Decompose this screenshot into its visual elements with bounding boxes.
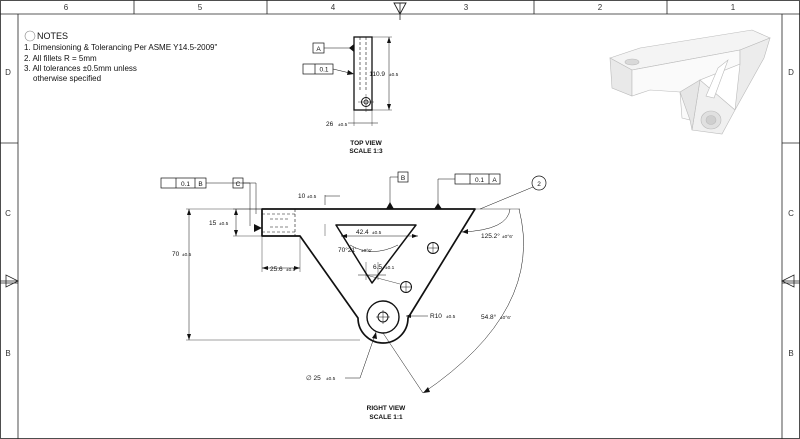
angle-70-21: 70°21' xyxy=(338,246,356,254)
top-width-tol: ±0.5 xyxy=(338,122,348,128)
zone-col-3: 3 xyxy=(464,3,469,12)
zone-row-b-left: B xyxy=(5,349,10,358)
angle-125-2: 125.2° xyxy=(481,232,500,240)
radius-r10: R10 xyxy=(430,313,442,320)
dim-42-4-tol: ±0.5 xyxy=(372,230,382,236)
parallel-tol: 0.1 xyxy=(181,181,190,188)
note-line-2: 2. All fillets R = 5mm xyxy=(24,54,97,63)
right-view-scale: SCALE 1:1 xyxy=(369,414,403,421)
zone-col-6: 6 xyxy=(64,3,69,12)
right-view-profile xyxy=(261,208,476,344)
zone-row-b-right: B xyxy=(788,349,793,358)
zone-labels: 6 5 4 3 2 1 D C B D C B xyxy=(5,3,794,358)
datum-b-label: B xyxy=(401,175,405,182)
top-view-title: TOP VIEW xyxy=(350,140,382,147)
zone-row-d-right: D xyxy=(788,68,794,77)
top-height-tol: ±0.5 xyxy=(389,72,399,78)
right-view xyxy=(160,171,547,394)
dim-42-4: 42.4 xyxy=(356,229,369,236)
perp-tol: 0.1 xyxy=(475,177,484,184)
angle-54-8-tol: ±0°6' xyxy=(500,315,511,321)
notes-balloon-icon xyxy=(24,30,36,42)
zone-col-1: 1 xyxy=(731,3,736,12)
right-view-text: B C 0.1 B 0.1 A 2 10 ±0.5 15 ±0.5 70 ±0.… xyxy=(172,175,541,421)
balloon-2 xyxy=(531,175,547,191)
top-view-body xyxy=(353,36,373,111)
perp-ref: A xyxy=(492,177,497,184)
diameter-25-tol: ±0.5 xyxy=(326,376,336,382)
notes-block: NOTES 1. Dimensioning & Tolerancing Per … xyxy=(24,30,217,83)
angle-54-8: 54.8° xyxy=(481,313,497,321)
zone-col-4: 4 xyxy=(331,3,336,12)
dim-70: 70 xyxy=(172,251,180,258)
dim-10: 10 xyxy=(298,193,306,200)
top-view xyxy=(302,36,392,126)
top-view-scale: SCALE 1:3 xyxy=(349,148,383,155)
datum-a-label: A xyxy=(316,46,321,53)
zone-row-c-right: C xyxy=(788,209,794,218)
zone-row-d-left: D xyxy=(5,68,11,77)
dim-15: 15 xyxy=(209,220,217,227)
zone-col-5: 5 xyxy=(198,3,203,12)
diameter-25: ∅ 25 xyxy=(306,375,321,382)
angle-70-21-tol: ±0°6' xyxy=(361,248,372,254)
zone-row-c-left: C xyxy=(5,209,11,218)
top-view-text: A 0.1 110.9 ±0.5 26 ±0.5 TOP VIEW SCALE … xyxy=(316,46,398,155)
dim-70-tol: ±0.5 xyxy=(182,252,192,258)
dim-6-5: 6.5 xyxy=(373,264,382,271)
inner-pocket xyxy=(335,224,417,284)
top-height-value: 110.9 xyxy=(369,71,385,78)
notes-title: NOTES xyxy=(37,31,68,41)
dim-10-tol: ±0.5 xyxy=(307,194,317,200)
zone-col-2: 2 xyxy=(598,3,603,12)
angle-125-2-tol: ±0°6' xyxy=(502,234,513,240)
flatness-value: 0.1 xyxy=(319,67,328,74)
balloon-2-label: 2 xyxy=(537,181,541,188)
dim-25-6-tol: ±0.5 xyxy=(286,267,296,273)
right-view-title: RIGHT VIEW xyxy=(367,405,407,412)
parallel-ref: B xyxy=(198,181,202,188)
top-width-value: 26 xyxy=(326,121,334,128)
note-line-1: 1. Dimensioning & Tolerancing Per ASME Y… xyxy=(24,43,217,52)
note-line-4: otherwise specified xyxy=(33,74,101,83)
isometric-view xyxy=(609,29,771,135)
dim-25-6: 25.6 xyxy=(270,266,283,273)
datum-c-label: C xyxy=(236,181,241,188)
radius-r10-tol: ±0.5 xyxy=(446,314,456,320)
dim-15-tol: ±0.5 xyxy=(219,221,229,227)
note-line-3: 3. All tolerances ±0.5mm unless xyxy=(24,64,137,73)
dim-6-5-tol: ±0.1 xyxy=(385,265,395,271)
